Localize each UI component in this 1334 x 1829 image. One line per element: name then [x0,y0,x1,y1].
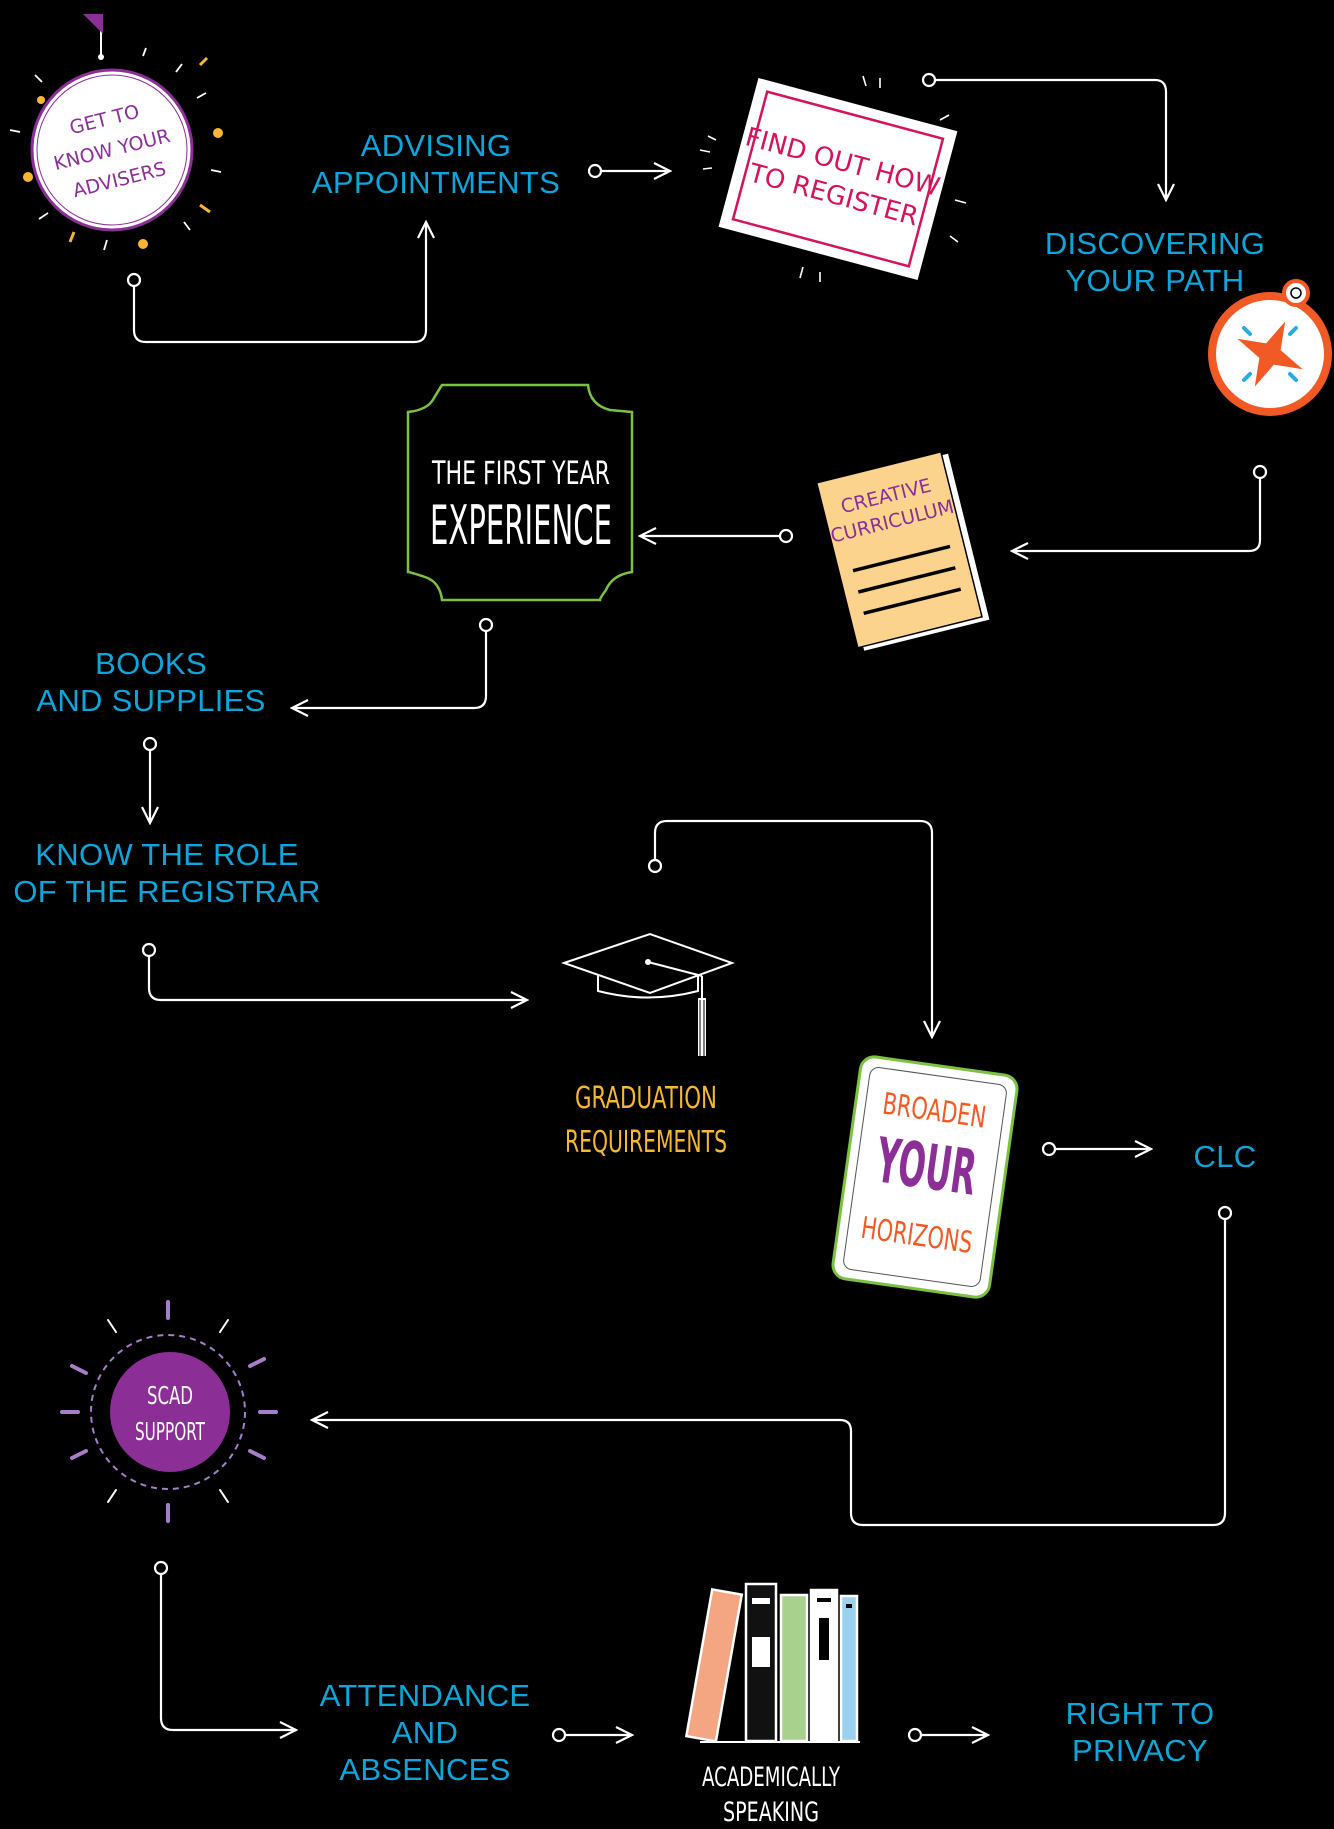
creative-curriculum-notebook: CREATIVE CURRICULUM [815,450,990,651]
first-year-line-1: THE FIRST YEAR [431,454,610,492]
sun-badge-icon: SCAD SUPPORT [60,1300,278,1523]
broaden-your-horizons-card: BROADEN YOUR HORIZONS [831,1055,1019,1299]
graduation-line-2: REQUIREMENTS [565,1125,727,1160]
connector-registrar-to-graduation [147,956,527,1000]
connector-graduation-to-broaden [653,819,932,1037]
connectors [132,78,1262,1735]
scad-support-line-1: SCAD [147,1381,193,1410]
academically-line-1: ACADEMICALLY [702,1762,840,1793]
clc-label[interactable]: CLC [1193,1139,1257,1174]
academically-line-2: SPEAKING [723,1797,819,1828]
attendance-and-absences-label[interactable]: ATTENDANCE AND ABSENCES [319,1678,531,1787]
books-icon: ACADEMICALLY SPEAKING [684,1582,860,1828]
flag-icon [83,14,103,34]
get-to-know-advisers-badge: GET TO KNOW YOUR ADVISERS [9,14,223,251]
broaden-line-2: YOUR [871,1123,981,1209]
first-year-line-2: EXPERIENCE [430,494,612,557]
connector-support-to-attendance [159,1574,296,1730]
find-out-how-to-register-card: FIND OUT HOW TO REGISTER [699,75,967,282]
connector-first-year-to-books [292,631,488,708]
books-and-supplies-label[interactable]: BOOKS AND SUPPLIES [36,646,266,718]
scad-support-line-2: SUPPORT [135,1417,205,1446]
compass-icon [1208,279,1332,416]
connector-path-to-curriculum [1012,478,1262,551]
know-role-of-registrar-label[interactable]: KNOW THE ROLE OF THE REGISTRAR [13,837,321,909]
advising-appointments-label[interactable]: ADVISING APPOINTMENTS [311,128,561,200]
first-year-experience-frame: THE FIRST YEAR EXPERIENCE [406,383,634,602]
graduation-cap-icon: GRADUATION REQUIREMENTS [560,932,735,1160]
discovering-your-path-label[interactable]: DISCOVERING YOUR PATH [1044,226,1266,298]
connector-clc-to-support [312,1219,1227,1527]
connector-advisers-to-appointments [132,222,426,344]
graduation-line-1: GRADUATION [575,1081,717,1116]
connector-start-dots [126,72,1268,1743]
connector-register-to-path [935,78,1166,200]
right-to-privacy-label[interactable]: RIGHT TO PRIVACY [1065,1696,1215,1768]
